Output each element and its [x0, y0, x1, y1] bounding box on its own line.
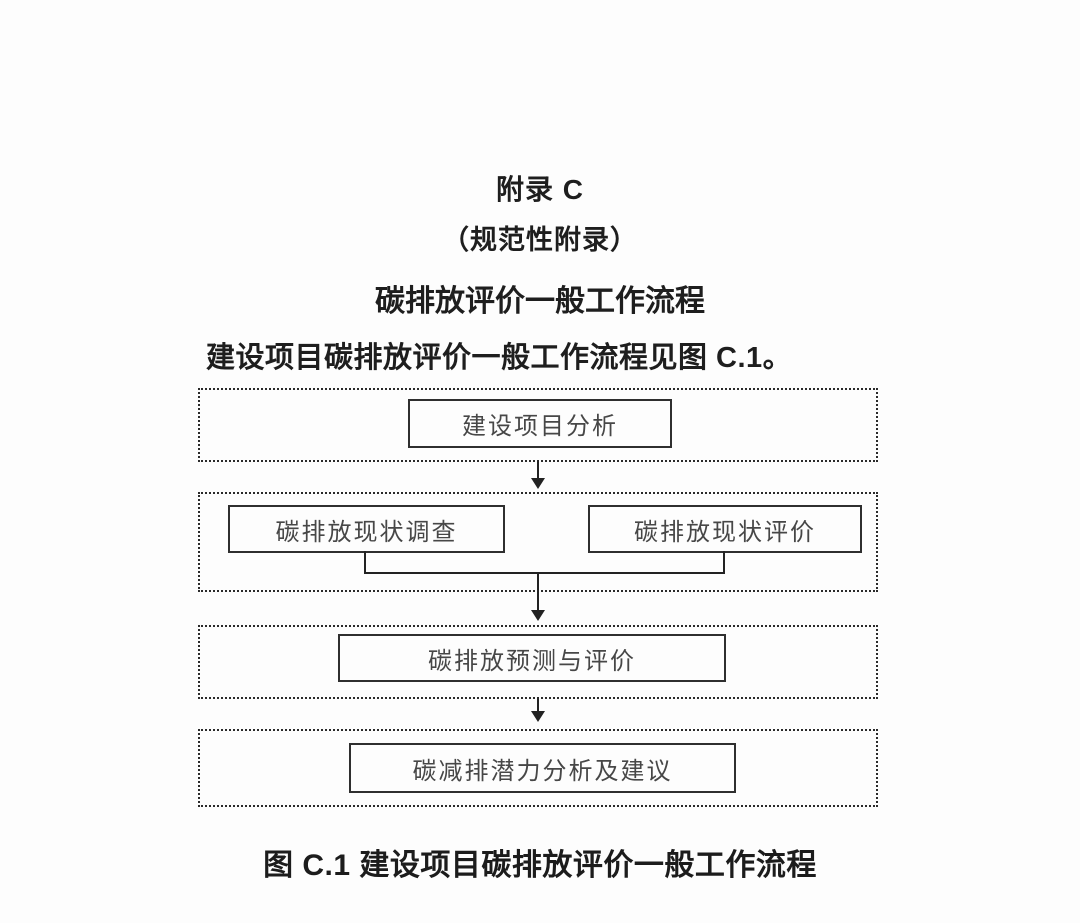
- appendix-title: 附录 C: [495, 174, 584, 205]
- appendix-heading: 碳排放评价一般工作流程: [375, 285, 705, 318]
- arrow-down-icon: [531, 711, 545, 722]
- connector-line: [537, 697, 539, 712]
- step-box-prediction-evaluation: 碳排放预测与评价: [338, 634, 726, 682]
- step-box-reduction-potential: 碳减排潜力分析及建议: [349, 743, 736, 793]
- figure-caption: 图 C.1 建设项目碳排放评价一般工作流程: [263, 849, 817, 882]
- connector-line: [537, 460, 539, 479]
- connector-line: [723, 551, 725, 574]
- connector-line: [537, 574, 539, 611]
- arrow-down-icon: [531, 610, 545, 621]
- appendix-subtitle: （规范性附录）: [442, 225, 638, 255]
- arrow-down-icon: [531, 478, 545, 489]
- connector-line: [364, 572, 725, 574]
- step-box-status-evaluation: 碳排放现状评价: [588, 505, 862, 553]
- intro-paragraph: 建设项目碳排放评价一般工作流程见图 C.1。: [206, 342, 793, 374]
- connector-line: [364, 551, 366, 574]
- step-box-status-survey: 碳排放现状调查: [228, 505, 505, 553]
- step-box-project-analysis: 建设项目分析: [408, 399, 672, 448]
- stage-4-container: [198, 729, 878, 807]
